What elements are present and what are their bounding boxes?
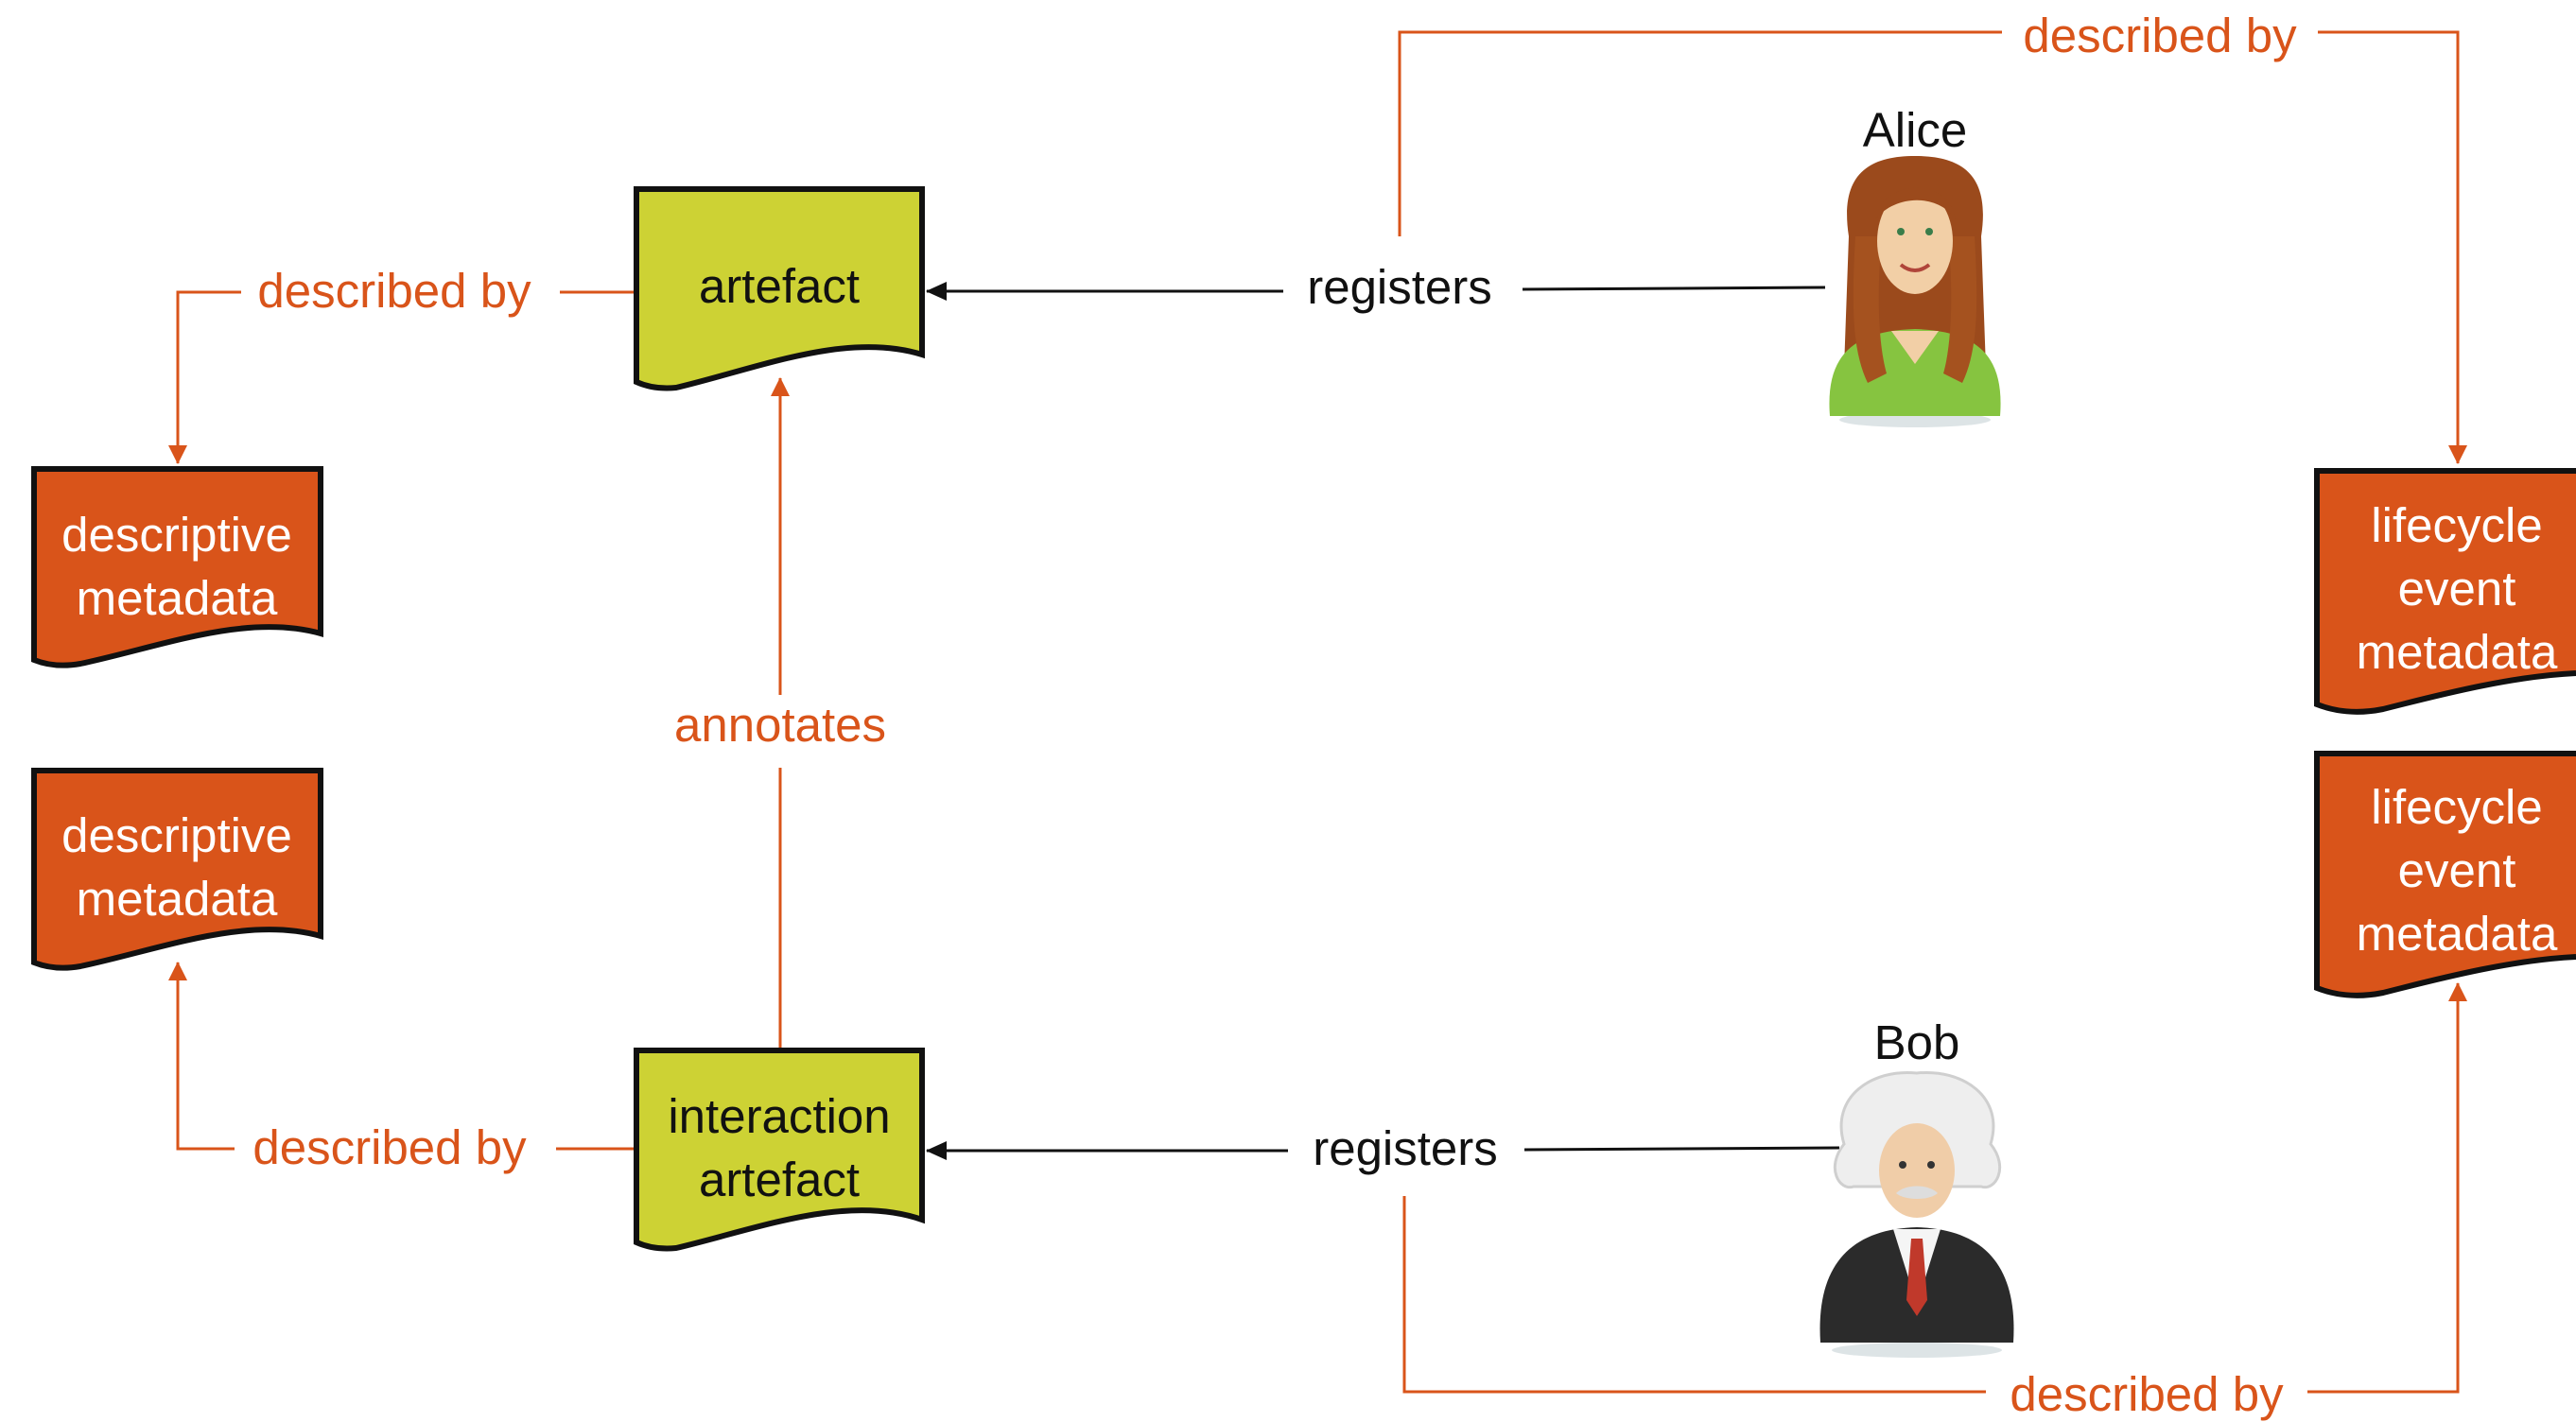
node-lifecycle-event-metadata-1-line-2: event: [2398, 562, 2516, 616]
node-lifecycle-event-metadata-2-line-2: event: [2398, 843, 2516, 897]
edge-label-alice-described-by: described by: [2023, 9, 2297, 62]
edge-bob-registers: [927, 1148, 1840, 1151]
edge-alice-described-by: [1398, 30, 2458, 463]
node-interaction-artefact-line-2: artefact: [699, 1153, 860, 1206]
edge-alice-registers: [927, 287, 1826, 291]
edge-label-artefact-described-by: described by: [257, 264, 531, 318]
node-descriptive-metadata-1: descriptive metadata: [31, 466, 323, 668]
node-artefact: artefact: [634, 186, 925, 391]
node-descriptive-metadata-2-line-1: descriptive: [61, 808, 292, 862]
node-lifecycle-event-metadata-1: lifecycle event metadata: [2314, 468, 2576, 715]
node-interaction-artefact-line-1: interaction: [668, 1089, 890, 1143]
person-alice-name: Alice: [1863, 103, 1968, 157]
node-lifecycle-event-metadata-2-line-1: lifecycle: [2371, 780, 2542, 834]
edge-label-interaction-described-by: described by: [252, 1120, 527, 1174]
edge-label-bob-described-by: described by: [2010, 1367, 2284, 1421]
edge-interaction-described-by: [178, 962, 634, 1151]
edge-bob-described-by: [1402, 983, 2458, 1394]
old-man-avatar-icon: [1819, 1070, 2014, 1358]
node-artefact-line-1: artefact: [699, 259, 860, 313]
edge-label-alice-registers: registers: [1307, 260, 1492, 314]
node-lifecycle-event-metadata-2-line-3: metadata: [2357, 907, 2558, 961]
edge-label-bob-registers: registers: [1313, 1121, 1498, 1175]
person-bob-name: Bob: [1874, 1015, 1960, 1069]
edge-label-annotates: annotates: [674, 698, 886, 752]
node-lifecycle-event-metadata-2: lifecycle event metadata: [2314, 751, 2576, 998]
node-descriptive-metadata-2-line-2: metadata: [77, 872, 278, 926]
node-lifecycle-event-metadata-1-line-3: metadata: [2357, 625, 2558, 679]
node-descriptive-metadata-2: descriptive metadata: [31, 768, 323, 971]
node-lifecycle-event-metadata-1-line-1: lifecycle: [2371, 498, 2542, 552]
node-descriptive-metadata-1-line-2: metadata: [77, 571, 278, 625]
edge-artefact-described-by: [178, 290, 634, 463]
node-interaction-artefact: interaction artefact: [634, 1048, 925, 1252]
woman-avatar-icon: [1829, 156, 2001, 427]
node-descriptive-metadata-1-line-1: descriptive: [61, 508, 292, 562]
